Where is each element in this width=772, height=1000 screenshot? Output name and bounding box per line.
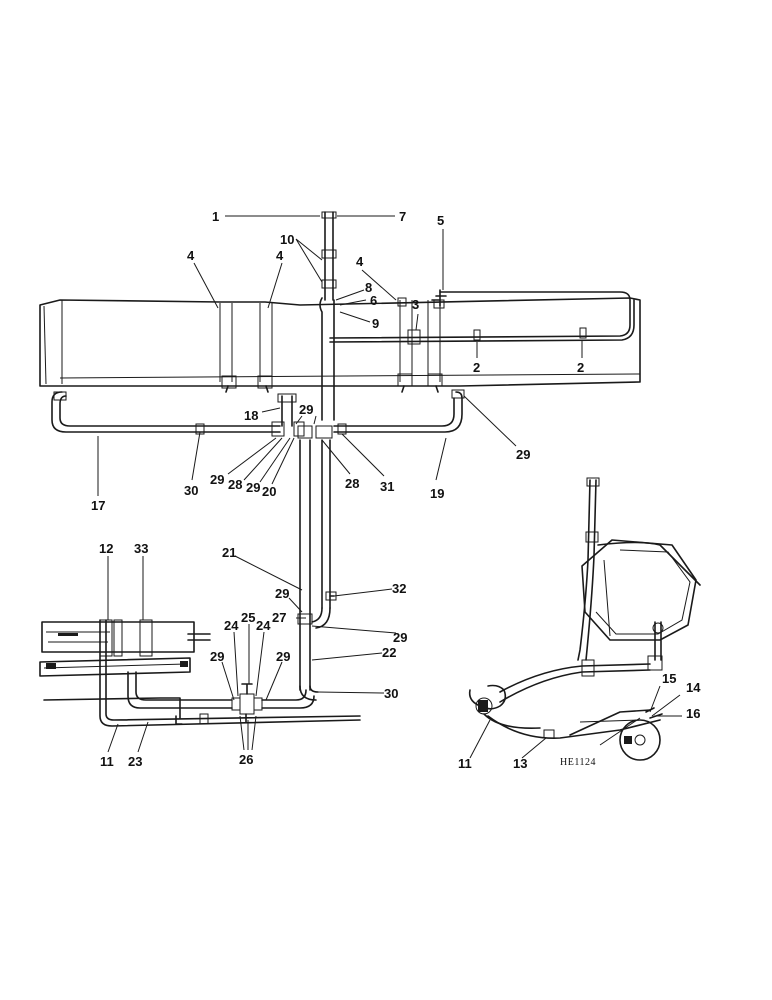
callout-2-right: 2	[577, 360, 584, 375]
callout-17: 17	[91, 498, 105, 513]
callout-4-right: 4	[356, 254, 364, 269]
callout-21: 21	[222, 545, 236, 560]
crossover-pipe	[51, 389, 465, 437]
callout-1: 1	[212, 209, 219, 224]
callout-4-left: 4	[187, 248, 195, 263]
callout-15: 15	[662, 671, 676, 686]
callout-3: 3	[412, 297, 419, 312]
callout-29-lower-a: 29	[210, 472, 224, 487]
callout-29-right: 29	[516, 447, 530, 462]
callout-labels: 1 7 5 10 4 4 4 8 6 9 3 2 2 18 29 29 29 2…	[91, 209, 701, 771]
callout-8: 8	[365, 280, 372, 295]
callout-23: 23	[128, 754, 142, 769]
callout-24-right: 24	[256, 618, 271, 633]
riser-pipe	[297, 211, 337, 701]
callout-16: 16	[686, 706, 700, 721]
callout-28-left: 28	[228, 477, 242, 492]
leader-lines	[97, 215, 583, 759]
callout-31: 31	[380, 479, 394, 494]
callout-6: 6	[370, 293, 377, 308]
callout-28-right: 28	[345, 476, 359, 491]
callout-5: 5	[437, 213, 444, 228]
callout-32: 32	[392, 581, 406, 596]
callout-7: 7	[399, 209, 406, 224]
callout-33: 33	[134, 541, 148, 556]
upper-right-line	[329, 289, 635, 345]
callout-30-bottom: 30	[384, 686, 398, 701]
callout-25: 25	[241, 610, 255, 625]
callout-9: 9	[372, 316, 379, 331]
callout-18: 18	[244, 408, 258, 423]
callout-29-valve-right: 29	[276, 649, 290, 664]
callout-29-lower-b: 29	[246, 480, 260, 495]
callout-24-left: 24	[224, 618, 239, 633]
figure-code: HE1124	[560, 757, 596, 768]
callout-26: 26	[239, 752, 253, 767]
callout-19: 19	[430, 486, 444, 501]
callout-12: 12	[99, 541, 113, 556]
callout-27: 27	[272, 610, 286, 625]
callout-2-left: 2	[473, 360, 480, 375]
callout-13: 13	[513, 756, 527, 771]
callout-29-mid: 29	[393, 630, 407, 645]
callout-10: 10	[280, 232, 294, 247]
callout-29-valve-left: 29	[210, 649, 224, 664]
callout-4-mid: 4	[276, 248, 284, 263]
callout-30-top: 30	[184, 483, 198, 498]
cart-assembly	[468, 477, 701, 761]
valve-assembly	[127, 671, 315, 723]
callout-14: 14	[686, 680, 701, 695]
callout-29-top: 29	[299, 402, 313, 417]
callout-11-left: 11	[100, 754, 114, 769]
callout-11-right: 11	[458, 756, 472, 771]
lower-frame	[39, 619, 361, 727]
callout-20: 20	[262, 484, 276, 499]
callout-29-riser: 29	[275, 586, 289, 601]
callout-22: 22	[382, 645, 396, 660]
